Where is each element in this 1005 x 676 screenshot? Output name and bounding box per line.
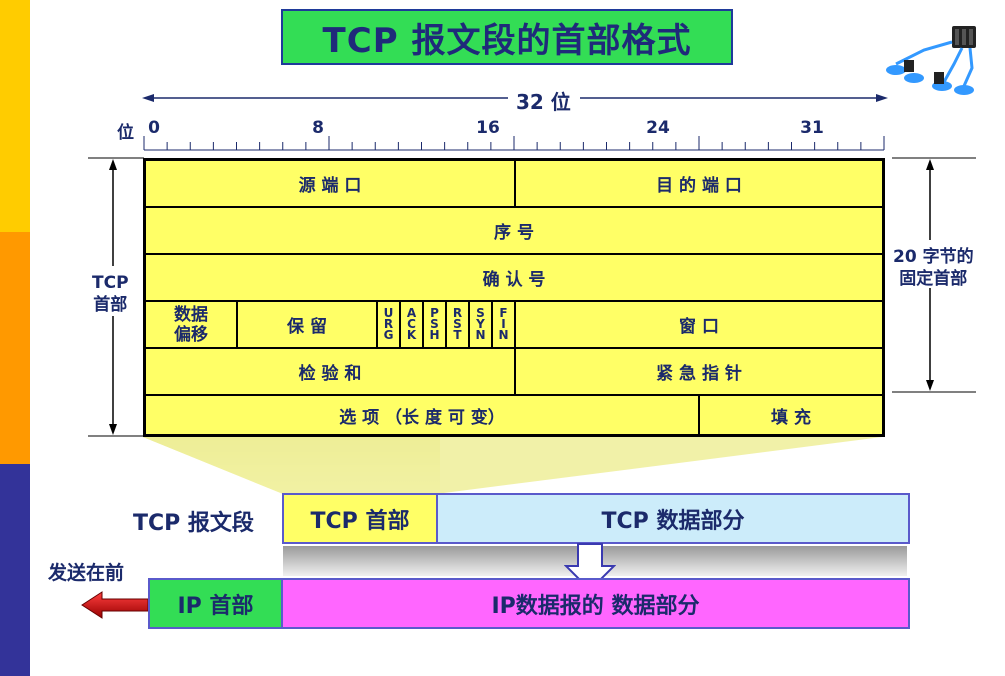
bit-tick-label: 8: [312, 118, 324, 138]
sidebar-stripe-yellow: [0, 0, 30, 232]
ack-number-field: 确 认 号: [146, 255, 882, 302]
header-expansion-shape-right: [143, 437, 882, 494]
flag-letter: F: [499, 306, 508, 320]
tcp-segment-label: TCP 报文段: [133, 511, 254, 536]
options-field: 选 项 （长 度 可 变）: [146, 396, 700, 434]
flag-letter: N: [498, 328, 509, 342]
flag-letter: U: [383, 306, 394, 320]
bit-tick-label: 31: [800, 118, 824, 138]
checksum-field: 检 验 和: [146, 349, 516, 396]
sidebar-stripe-orange: [0, 232, 30, 464]
flag-letter: Y: [476, 317, 485, 331]
seq-number-field: 序 号: [146, 208, 882, 255]
sidebar-stripe-navy: [0, 464, 30, 676]
page-title: TCP 报文段的首部格式: [281, 9, 733, 65]
flag-letter: T: [453, 328, 462, 342]
fixed-header-side-label: 20 字节的 固定首部: [893, 247, 974, 289]
flag-letter: H: [429, 328, 440, 342]
bit-width-arrow: [142, 94, 888, 102]
window-field: 窗 口: [516, 302, 882, 349]
flag-letter: S: [453, 317, 462, 331]
dst-port-field: 目 的 端 口: [516, 161, 882, 208]
bit-axis-label: 位: [117, 123, 134, 143]
bit-width-label: 32 位: [516, 90, 571, 114]
tcp-header-extent-arrow: [88, 157, 144, 437]
urgent-pointer-field: 紧 急 指 针: [516, 349, 882, 396]
ip-header-box: IP 首部: [148, 578, 283, 629]
tcp-header-box: TCP 首部: [282, 493, 438, 544]
bit-tick-label: 0: [148, 118, 160, 138]
flag-letter: N: [475, 328, 486, 342]
ip-data-box: IP数据报的 数据部分: [281, 578, 910, 629]
flag-letter: G: [383, 328, 394, 342]
fixed-header-extent-arrow: [892, 157, 976, 393]
left-arrow-icon: [81, 591, 149, 619]
src-port-field: 源 端 口: [146, 161, 516, 208]
flag-letter: S: [430, 317, 439, 331]
flag-letter: P: [430, 306, 439, 320]
tcp-header-side-label: TCP 首部: [92, 273, 129, 315]
reserved-field: 保 留: [238, 302, 378, 349]
bit-tick-label: 16: [476, 118, 500, 138]
data-offset-field: 数据 偏移: [146, 302, 238, 349]
bit-tick-label: 24: [646, 118, 670, 138]
flag-letter: C: [407, 317, 416, 331]
flag-letter: A: [406, 306, 417, 320]
flag-letter: K: [406, 328, 417, 342]
flag-letter: S: [476, 306, 485, 320]
send-first-label: 发送在前: [48, 562, 125, 584]
network-icon: [886, 26, 976, 95]
bit-ruler: [143, 136, 885, 151]
flag-letter: R: [383, 317, 394, 331]
flag-letter: R: [452, 306, 463, 320]
padding-field: 填 充: [771, 407, 811, 428]
flag-letter: I: [501, 317, 506, 331]
tcp-data-box: TCP 数据部分: [436, 493, 910, 544]
